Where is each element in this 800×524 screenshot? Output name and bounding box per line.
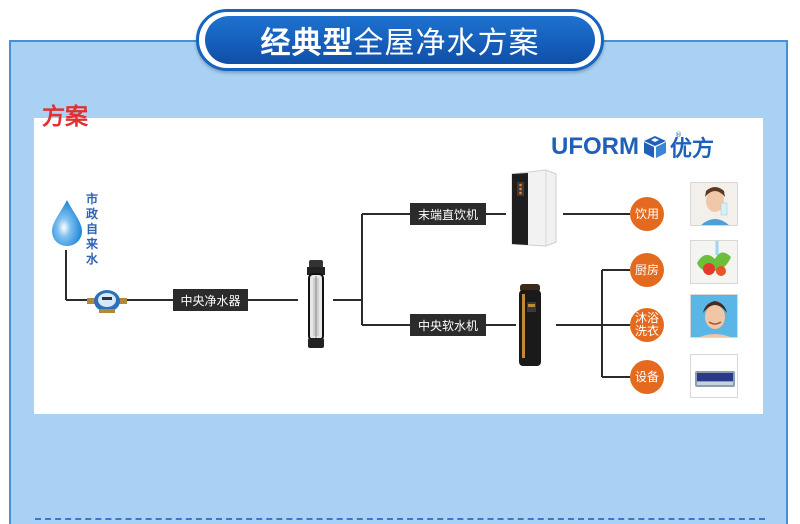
bottom-divider <box>35 518 765 520</box>
water-meter-icon <box>87 290 127 313</box>
central-softener-label: 中央软水机 <box>417 318 478 333</box>
source-label-char: 来 <box>85 237 98 251</box>
shower-photo <box>690 294 738 338</box>
page-title-rest: 全屋净水方案 <box>353 26 540 61</box>
central-purifier-box: 中央净水器 <box>173 289 248 311</box>
use-circle-appliance: 设备 <box>630 360 664 394</box>
water-drop-icon <box>52 200 82 246</box>
section-label: 方案 <box>42 104 88 130</box>
brand-name: UFORM <box>551 133 639 160</box>
use-circle-kitchen: 厨房 <box>630 253 664 287</box>
source-label-char: 水 <box>85 252 98 266</box>
appliance-photo <box>690 354 738 398</box>
page-title: 经典型全屋净水方案 <box>196 9 604 71</box>
terminal-drinking-label: 末端直饮机 <box>417 207 478 222</box>
use-label-appliance: 设备 <box>634 369 659 384</box>
brand-logo: UFORM 优方 <box>551 132 714 162</box>
page-title-bold: 经典型 <box>260 26 354 61</box>
cube-icon <box>643 136 666 158</box>
source-label: 市 政 自 来 水 <box>85 192 99 267</box>
use-circle-shower: 沐浴 洗衣 <box>630 308 664 342</box>
filter-tank-icon <box>307 260 325 348</box>
drinking-machine-icon <box>511 169 557 247</box>
central-softener-box: 中央软水机 <box>410 314 486 336</box>
use-label-drinking: 饮用 <box>634 206 659 221</box>
water-softener-icon <box>519 284 541 366</box>
drinking-photo <box>690 182 738 226</box>
source-label-char: 市 <box>85 192 98 206</box>
kitchen-photo <box>690 240 738 284</box>
use-label-shower: 沐浴 洗衣 <box>634 311 659 338</box>
use-circle-drinking: 饮用 <box>630 197 664 231</box>
brand-name-cn: 优方 <box>669 137 714 162</box>
use-label-kitchen: 厨房 <box>634 262 659 277</box>
page-title-inner: 经典型全屋净水方案 <box>205 16 595 64</box>
central-purifier-label: 中央净水器 <box>180 293 241 308</box>
source-label-char: 自 <box>85 222 98 236</box>
terminal-drinking-box: 末端直饮机 <box>410 203 486 225</box>
registered-mark: ® <box>675 131 682 139</box>
source-label-char: 政 <box>85 207 98 221</box>
